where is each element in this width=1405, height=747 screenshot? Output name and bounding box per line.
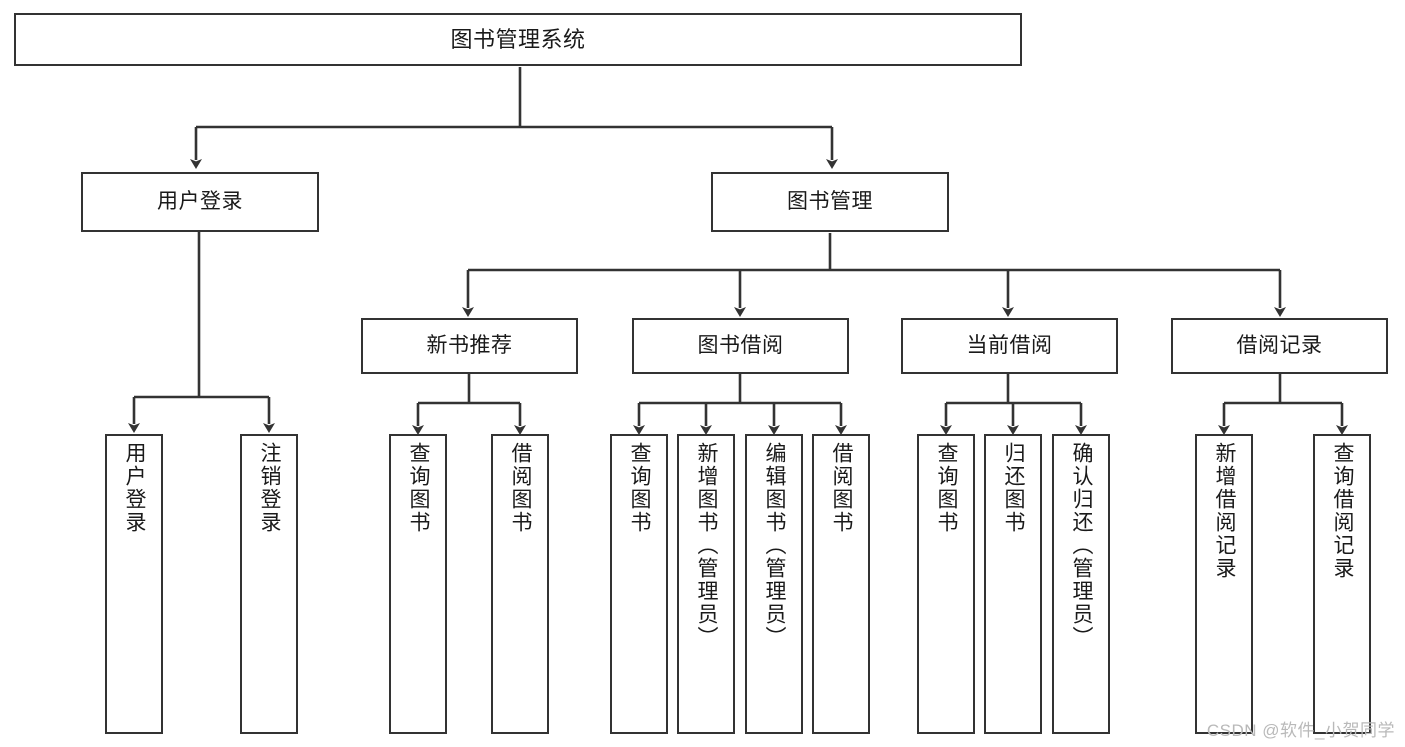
node-label: 查询借阅记录 [1331, 442, 1355, 580]
node-label: 借阅图书 [830, 442, 854, 534]
node-label: 查询图书 [628, 442, 652, 534]
node-label: 图书借阅 [697, 333, 784, 357]
leaf-edit-book-admin[interactable]: 编辑图书（管理员） [745, 434, 803, 734]
leaf-borrow-book-newbook[interactable]: 借阅图书 [491, 434, 549, 734]
node-label: 图书管理系统 [450, 26, 586, 52]
node-label: 图书管理 [787, 189, 873, 213]
leaf-query-book-borrow[interactable]: 查询图书 [610, 434, 668, 734]
node-label: 查询图书 [407, 442, 431, 534]
leaf-borrow-book[interactable]: 借阅图书 [812, 434, 870, 734]
leaf-add-borrow-record[interactable]: 新增借阅记录 [1195, 434, 1253, 734]
leaf-user-login[interactable]: 用户登录 [105, 434, 163, 734]
node-label: 用户登录 [157, 189, 243, 213]
node-label: 新书推荐 [426, 333, 513, 357]
node-label: 编辑图书（管理员） [763, 442, 787, 649]
leaf-query-borrow-record[interactable]: 查询借阅记录 [1313, 434, 1371, 734]
node-book-management[interactable]: 图书管理 [711, 172, 949, 232]
node-label: 确认归还（管理员） [1070, 442, 1094, 649]
node-root-system[interactable]: 图书管理系统 [14, 13, 1022, 66]
leaf-query-book-newbook[interactable]: 查询图书 [389, 434, 447, 734]
node-label: 注销登录 [258, 442, 282, 534]
node-borrow-record[interactable]: 借阅记录 [1171, 318, 1388, 374]
watermark: CSDN @软件_小贺同学 [1206, 721, 1395, 740]
leaf-confirm-return-admin[interactable]: 确认归还（管理员） [1052, 434, 1110, 734]
node-user-login[interactable]: 用户登录 [81, 172, 319, 232]
node-label: 新增借阅记录 [1213, 442, 1237, 580]
node-new-book-recommend[interactable]: 新书推荐 [361, 318, 578, 374]
node-label: 归还图书 [1002, 442, 1026, 534]
node-label: 用户登录 [123, 442, 147, 534]
leaf-logout[interactable]: 注销登录 [240, 434, 298, 734]
node-label: 当前借阅 [966, 333, 1053, 357]
node-label: 借阅图书 [509, 442, 533, 534]
node-label: 新增图书（管理员） [695, 442, 719, 649]
node-current-borrow[interactable]: 当前借阅 [901, 318, 1118, 374]
node-book-borrow[interactable]: 图书借阅 [632, 318, 849, 374]
leaf-query-book-current[interactable]: 查询图书 [917, 434, 975, 734]
leaf-return-book[interactable]: 归还图书 [984, 434, 1042, 734]
leaf-add-book-admin[interactable]: 新增图书（管理员） [677, 434, 735, 734]
node-label: 借阅记录 [1236, 333, 1323, 357]
node-label: 查询图书 [935, 442, 959, 534]
